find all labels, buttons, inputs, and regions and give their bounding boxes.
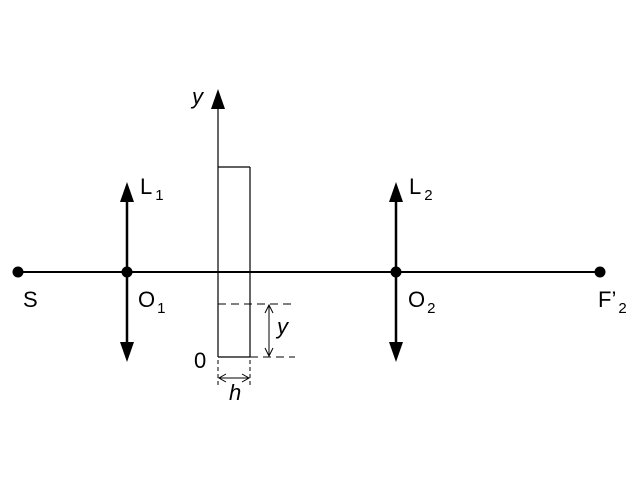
center1-label-sub: 1 [157, 300, 165, 317]
y-axis-label: y [190, 84, 205, 109]
center2-label-main: O [408, 287, 425, 312]
slit [218, 166, 251, 358]
offset-label: y [275, 314, 290, 339]
y-axis-arrow [211, 89, 225, 109]
width-dimension [217, 360, 251, 386]
width-label: h [229, 380, 241, 405]
lens2-label-main: L [409, 174, 421, 199]
lens2-label-sub: 2 [424, 187, 432, 204]
center1-label-main: O [138, 287, 155, 312]
focus-point [594, 266, 606, 278]
source-label: S [23, 287, 38, 312]
focus-label-main: F’ [598, 287, 616, 312]
center2-label-sub: 2 [427, 300, 435, 317]
focus-label: F’2 [598, 287, 627, 317]
lens-2 [389, 182, 403, 362]
offset-dimension [264, 303, 274, 358]
source-point [12, 266, 24, 278]
lens2-bottom-arrow [389, 342, 403, 362]
origin-label: 0 [194, 348, 206, 373]
y-axis [211, 89, 225, 357]
lens1-label-main: L [140, 174, 152, 199]
lens1-top-arrow [120, 182, 134, 202]
lens1-label-sub: 1 [155, 187, 163, 204]
lens1-bottom-arrow [120, 342, 134, 362]
focus-label-sub: 2 [618, 300, 626, 317]
lens2-top-arrow [389, 182, 403, 202]
lens-1 [120, 182, 134, 362]
